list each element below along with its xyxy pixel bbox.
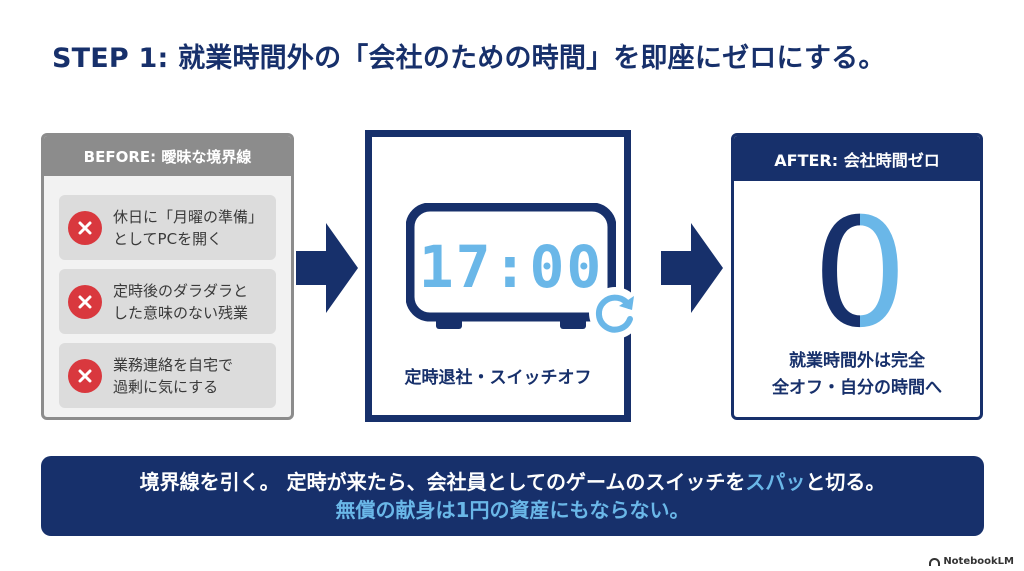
after-line: 就業時間外は完全 <box>789 351 925 371</box>
refresh-icon <box>589 287 641 339</box>
before-item-text: 定時後のダラダラと した意味のない残業 <box>113 280 248 324</box>
arrow-right-icon <box>661 223 723 313</box>
arrow-right-icon <box>296 223 358 313</box>
before-item-text: 業務連絡を自宅で 過剰に気にする <box>113 354 233 398</box>
x-icon <box>68 284 102 319</box>
brand-mark: NotebookLM <box>929 556 1014 567</box>
notebook-icon <box>929 557 941 566</box>
before-header: BEFORE: 曖昧な境界線 <box>44 136 291 176</box>
after-line: 全オフ・自分の時間へ <box>772 378 942 398</box>
clock-label: 定時退社・スイッチオフ <box>404 368 592 388</box>
banner-line2: 無償の献身は1円の資産にもならない。 <box>335 498 690 522</box>
banner-line1: 境界線を引く。 定時が来たら、会社員としてのゲームのスイッチをスパッと切る。 <box>41 468 984 496</box>
zero-graphic: 0 0 <box>812 208 907 333</box>
x-icon <box>68 210 102 245</box>
before-item-line: 休日に「月曜の準備」 <box>113 207 264 226</box>
before-item-line: 業務連絡を自宅で <box>113 355 234 374</box>
brand-label: NotebookLM <box>943 556 1014 567</box>
banner-text: 境界線を引く。 定時が来たら、会社員としてのゲームのスイッチを <box>139 470 746 494</box>
zero-value-left: 0 <box>812 208 907 333</box>
before-item: 業務連絡を自宅で 過剰に気にする <box>59 343 276 408</box>
before-item-line: 定時後のダラダラと <box>113 281 249 300</box>
banner-text: と切る。 <box>805 470 886 494</box>
after-text: 就業時間外は完全 全オフ・自分の時間へ <box>734 348 980 402</box>
before-item: 定時後のダラダラと した意味のない残業 <box>59 269 276 334</box>
before-item-line: した意味のない残業 <box>113 303 249 322</box>
after-panel: AFTER: 会社時間ゼロ 0 0 就業時間外は完全 全オフ・自分の時間へ <box>731 133 983 420</box>
page-title: STEP 1: 就業時間外の「会社のための時間」を即座にゼロにする。 <box>52 43 886 74</box>
after-header: AFTER: 会社時間ゼロ <box>734 136 980 181</box>
before-item: 休日に「月曜の準備」 としてPCを開く <box>59 195 276 260</box>
zero-value-right: 0 <box>812 208 907 333</box>
clock-icon: 17:00 <box>406 203 616 329</box>
before-item-text: 休日に「月曜の準備」 としてPCを開く <box>113 206 263 250</box>
before-item-line: としてPCを開く <box>113 229 223 248</box>
before-panel: BEFORE: 曖昧な境界線 休日に「月曜の準備」 としてPCを開く 定時後のダ… <box>41 133 294 420</box>
banner-accent: スパッ <box>745 470 806 494</box>
clock-time: 17:00 <box>419 233 604 301</box>
summary-banner: 境界線を引く。 定時が来たら、会社員としてのゲームのスイッチをスパッと切る。 無… <box>41 456 984 536</box>
before-item-line: 過剰に気にする <box>113 377 219 396</box>
x-icon <box>68 358 102 393</box>
clock-panel: 17:00 定時退社・スイッチオフ <box>365 130 641 422</box>
